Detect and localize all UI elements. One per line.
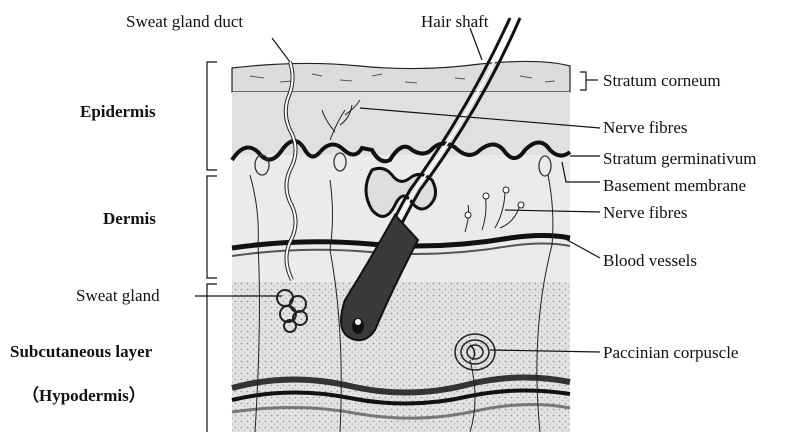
label-sweat-gland: Sweat gland (76, 286, 160, 305)
label-nerve-fibres-top: Nerve fibres (603, 118, 688, 137)
subcutaneous-bracket (207, 284, 217, 432)
label-basement-membrane: Basement membrane (603, 176, 746, 195)
label-sweat-gland-duct: Sweat gland duct (126, 12, 243, 31)
paccinian-corpuscle (455, 334, 495, 370)
label-nerve-fibres-bottom: Nerve fibres (603, 203, 688, 222)
label-hair-shaft: Hair shaft (421, 12, 489, 31)
label-blood-vessels: Blood vessels (603, 251, 697, 270)
layer-label-epidermis: Epidermis (80, 102, 156, 121)
label-paccinian-corpuscle: Paccinian corpuscle (603, 343, 738, 362)
dermis-bracket (207, 176, 217, 278)
epidermis-region (232, 61, 570, 155)
epidermis-bracket (207, 62, 217, 170)
layer-label-subcutaneous: Subcutaneous layer (10, 342, 153, 361)
label-stratum-corneum: Stratum corneum (603, 71, 721, 90)
layer-label-hypodermis: （Hypodermis） (22, 385, 146, 405)
layer-label-dermis: Dermis (103, 209, 156, 228)
label-stratum-germinativum: Stratum germinativum (603, 149, 756, 168)
